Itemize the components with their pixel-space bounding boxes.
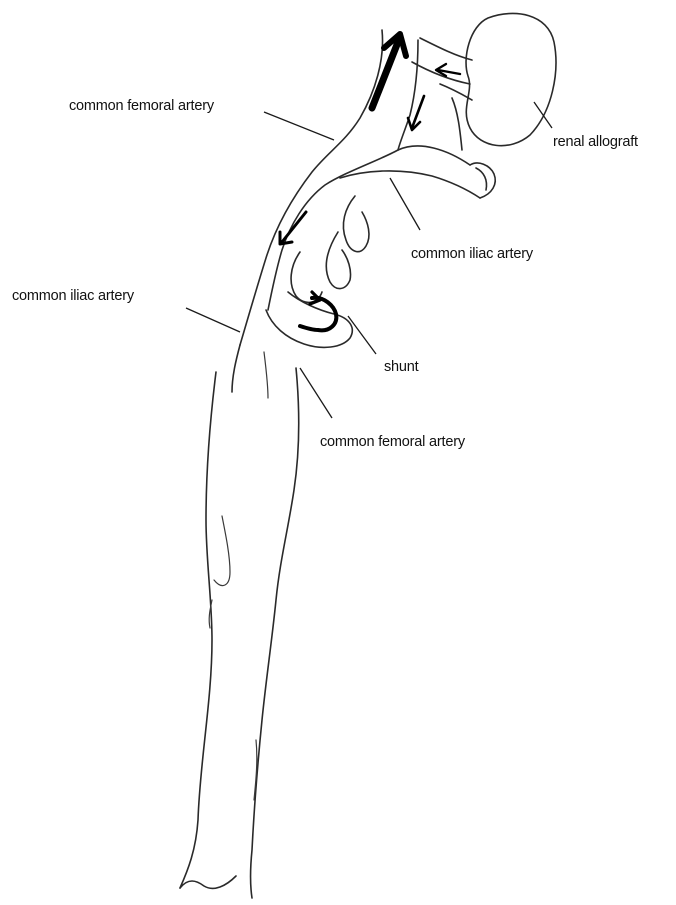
label-shunt: shunt <box>384 359 419 375</box>
curved-shunt-arrow-icon <box>300 292 336 330</box>
vessel-trunk <box>240 30 418 345</box>
renal-vessels <box>412 38 472 150</box>
flow-arrows <box>280 34 460 330</box>
labels: common femoral artery renal allograft co… <box>12 98 638 450</box>
renal-allograft <box>466 13 556 145</box>
large-up-arrow-icon <box>372 34 406 108</box>
label-common-iliac-artery-left: common iliac artery <box>12 288 135 304</box>
iliac-branch <box>340 146 495 198</box>
label-common-iliac-artery-right: common iliac artery <box>411 246 534 262</box>
leg-outline <box>180 345 299 898</box>
label-common-femoral-artery-top: common femoral artery <box>69 98 215 114</box>
label-common-femoral-artery-bottom: common femoral artery <box>320 434 466 450</box>
label-renal-allograft: renal allograft <box>553 134 638 150</box>
